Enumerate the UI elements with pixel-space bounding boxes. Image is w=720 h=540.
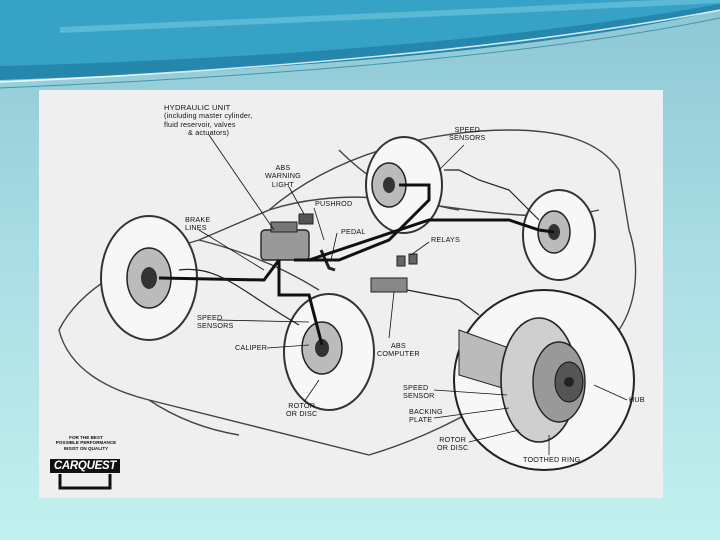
abs-computer (370, 277, 408, 293)
label-rotor-or-disc: ROTOR OR DISC (286, 401, 318, 419)
brake-detail-inset (453, 289, 635, 471)
abs-system-diagram: HYDRAULIC UNIT (including master cylinde… (39, 90, 663, 498)
abs-diagram-illustration (39, 90, 663, 498)
label-rotor-or-disc-inset: ROTOR OR DISC (437, 435, 469, 453)
carquest-logo: CARQUEST (50, 459, 120, 473)
label-hub: HUB (629, 395, 645, 404)
label-pushrod: PUSHROD (315, 199, 353, 208)
label-abs-computer: ABS COMPUTER (377, 341, 420, 359)
label-brake-lines: BRAKE LINES (185, 215, 211, 233)
label-abs-warning-light: ABS WARNING LIGHT (265, 163, 301, 189)
relays-2 (408, 253, 418, 265)
label-speed-sensors-top: SPEED SENSORS (449, 125, 486, 143)
label-backing-plate: BACKING PLATE (409, 407, 443, 425)
label-relays: RELAYS (431, 235, 461, 244)
label-speed-sensor: SPEED SENSOR (403, 383, 435, 401)
carquest-logo-mark (58, 474, 112, 490)
abs-warning-light (298, 213, 314, 225)
label-speed-sensors-left: SPEED SENSORS (197, 313, 234, 331)
label-caliper: CALIPER (235, 343, 268, 352)
hydraulic-unit (260, 221, 310, 261)
header-wave-decoration (0, 0, 720, 89)
logo-tagline: FOR THE BEST POSSIBLE PERFORMANCE INSIST… (55, 435, 117, 451)
front-right-wheel (283, 293, 375, 411)
label-toothed-ring: TOOTHED RING (523, 455, 581, 464)
label-pedal: PEDAL (341, 227, 366, 236)
brake-lines (158, 183, 555, 346)
relays (396, 255, 406, 267)
rear-right-wheel (522, 189, 596, 281)
leader-lines (198, 134, 628, 455)
sensor-wiring (178, 169, 540, 326)
label-hydraulic-unit: HYDRAULIC UNIT (including master cylinde… (164, 103, 253, 138)
